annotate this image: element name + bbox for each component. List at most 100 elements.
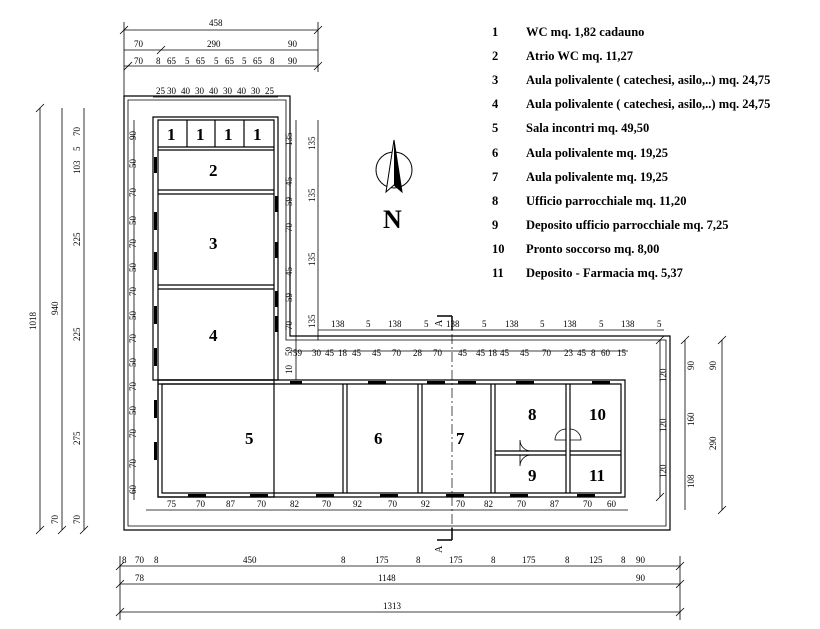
dim-text: 8 — [416, 555, 421, 565]
dim-text: 92 — [353, 499, 362, 509]
dim-text: 30 — [312, 348, 322, 358]
legend-number: 4 — [492, 97, 499, 112]
legend-text: WC mq. 1,82 cadauno — [526, 24, 645, 39]
dim-text: 120 — [658, 464, 668, 478]
dim-text: 138 — [621, 319, 635, 329]
dim-text: 28 — [413, 348, 423, 358]
north-label: N — [383, 205, 402, 234]
dim-text: 90 — [636, 555, 646, 565]
west-partitions — [158, 189, 274, 385]
dim-text: 25 — [265, 86, 275, 96]
dim-text: 45 — [458, 348, 468, 358]
dim-text: 70 — [392, 348, 402, 358]
dim-text: 70 — [388, 499, 398, 509]
dim-text: 50 — [128, 159, 138, 169]
dim-text: 138 — [446, 319, 460, 329]
room-label-wc: 1 — [167, 125, 176, 144]
dim-text: 8 — [565, 555, 570, 565]
dim-text: 175 — [375, 555, 389, 565]
room-label-wc: 1 — [196, 125, 205, 144]
dim-text: 70 — [433, 348, 443, 358]
dim-text: 138 — [563, 319, 577, 329]
dim-text: 70 — [128, 239, 138, 249]
legend-number: 1 — [492, 24, 499, 39]
room-label-8: 8 — [528, 405, 537, 424]
dim-text: 70 — [128, 287, 138, 297]
room-label-9: 9 — [528, 466, 537, 485]
dim-text: 60 — [607, 499, 617, 509]
dim-text: 1313 — [383, 601, 402, 611]
dim-text: 60 — [128, 485, 138, 495]
legend-text: Ufficio parrocchiale mq. 11,20 — [526, 193, 687, 208]
dim-text: 40 — [209, 86, 219, 96]
dim-text: 92 — [421, 499, 430, 509]
dim-text: 45 — [325, 348, 335, 358]
legend-text: Aula polivalente mq. 19,25 — [526, 169, 669, 184]
dim-text: 45 — [520, 348, 530, 358]
dim-text: 5 — [599, 319, 604, 329]
room-label-wc: 1 — [224, 125, 233, 144]
room-label-5: 5 — [245, 429, 254, 448]
room-label-wc: 1 — [253, 125, 262, 144]
wc-walls — [158, 120, 274, 151]
dim-text: 70 — [128, 334, 138, 344]
south-wing-walls — [157, 379, 626, 498]
dim-text: 70 — [72, 515, 82, 525]
outer-wall-inner — [127, 99, 667, 527]
legend-number: 10 — [492, 242, 505, 257]
dim-text: 138 — [388, 319, 402, 329]
legend-number: 11 — [492, 266, 504, 281]
dimension-text-south: 75 70 87 70 82 70 92 70 92 70 82 70 87 7… — [122, 499, 646, 611]
dim-text: 87 — [550, 499, 560, 509]
dim-text: 5 — [540, 319, 545, 329]
dim-text: 225 — [72, 232, 82, 246]
section-label-bottom: A — [434, 545, 445, 553]
dim-text: 175 — [449, 555, 463, 565]
door-swings — [519, 428, 582, 467]
dim-text: 8 — [591, 348, 596, 358]
dim-text: 90 — [708, 361, 718, 371]
dim-text: 40 — [181, 86, 191, 96]
legend-number: 2 — [492, 48, 499, 63]
dim-text: 160 — [686, 412, 696, 426]
room-label-4: 4 — [209, 326, 218, 345]
dim-text: 135 — [307, 136, 317, 150]
dimension-text-right: 120 120 120 90 160 108 90 290 — [658, 361, 718, 489]
dim-text: 59 — [284, 293, 294, 303]
dim-text: 8 — [154, 555, 159, 565]
dim-text: 45 — [284, 177, 294, 187]
dim-text: 135 — [307, 252, 317, 266]
room-label-6: 6 — [374, 429, 383, 448]
dim-text: 30 — [195, 86, 205, 96]
dim-text: 5 — [366, 319, 371, 329]
dim-text: 275 — [72, 431, 82, 445]
dim-text: 45 — [372, 348, 382, 358]
room-labels: 1 1 1 1 2 3 4 5 6 7 8 9 10 11 — [167, 125, 606, 485]
dim-text: 70 — [72, 127, 82, 137]
dim-text: 135 — [307, 314, 317, 328]
dim-text: 70 — [134, 39, 144, 49]
dim-text: 175 — [522, 555, 536, 565]
legend-number: 3 — [492, 72, 499, 87]
dim-text: 60 — [601, 348, 611, 358]
dim-text: 290 — [708, 436, 718, 450]
dim-text: 59 — [293, 348, 303, 358]
windows — [154, 157, 610, 497]
legend-number: 7 — [492, 169, 499, 184]
dim-text: 30 — [167, 86, 177, 96]
north-arrow-icon — [375, 139, 413, 194]
dim-text: 59 — [284, 197, 294, 207]
dim-text: 5 — [657, 319, 662, 329]
dim-text: 5 — [185, 56, 190, 66]
dim-text: 70 — [322, 499, 332, 509]
dim-text: 50 — [128, 406, 138, 416]
dim-text: 135 — [284, 132, 294, 146]
dim-text: 65 — [167, 56, 177, 66]
dim-text: 45 — [352, 348, 362, 358]
dim-text: 1148 — [378, 573, 396, 583]
room-label-10: 10 — [589, 405, 606, 424]
dim-text: 138 — [505, 319, 519, 329]
